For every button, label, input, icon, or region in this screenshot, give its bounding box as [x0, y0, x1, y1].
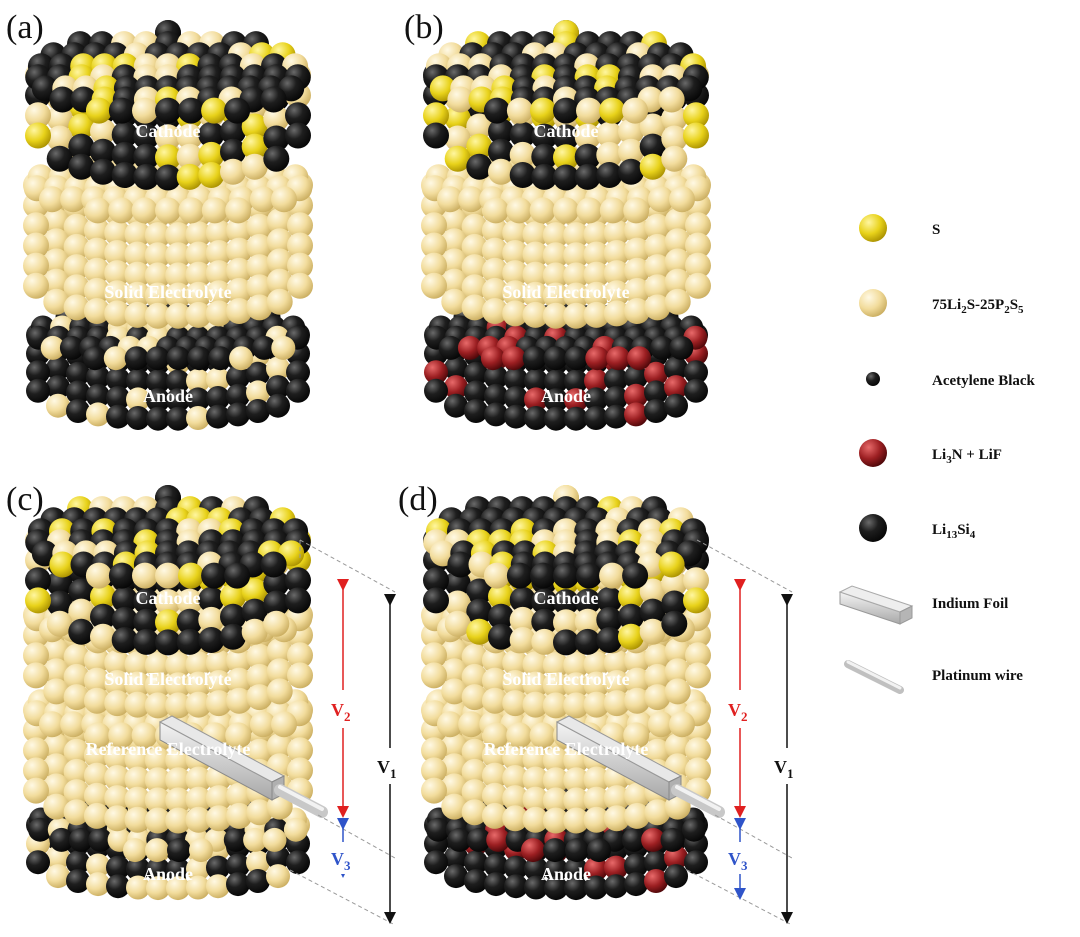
panel-label-b: (b) [404, 9, 444, 46]
cathode-layer-c [25, 485, 311, 656]
electrolyte-label-d: Solid Electrolyte [502, 669, 629, 689]
legend-sulfur-swatch [859, 214, 887, 242]
anode-layer-a [26, 295, 310, 431]
cathode-layer-b [423, 20, 709, 191]
legend-acetylene-label: Acetylene Black [932, 373, 1036, 389]
legend-electrolyte-label: 75Li2S-25P2S5 [932, 297, 1024, 316]
cathode-label-d: Cathode [533, 588, 598, 608]
legend-acetylene-swatch [866, 372, 880, 386]
legend-indium-label: Indium Foil [932, 596, 1008, 612]
reference-label-c: Reference Electrolyte [86, 739, 251, 759]
reference-wire-d [555, 715, 725, 818]
v3-label-c: V3 [322, 842, 364, 874]
legend-li3n-swatch [859, 439, 887, 467]
legend-platinum-label: Platinum wire [932, 668, 1023, 684]
anode-layer-b [424, 295, 708, 431]
panel-label-a: (a) [6, 9, 44, 46]
v1-label-d: V1 [764, 748, 810, 784]
layer-labels: Cathode Solid Electrolyte Anode Cathode … [86, 121, 649, 884]
anode-label-c: Anode [143, 864, 193, 884]
panel-label-c: (c) [6, 481, 44, 518]
svg-text:V2: V2 [331, 700, 351, 724]
cathode-layer-a [25, 20, 311, 191]
legend-indium-foil-icon [838, 585, 914, 625]
legend-li3n-label: Li3N + LiF [932, 447, 1002, 466]
legend-lisi-swatch [859, 514, 887, 542]
electrolyte-label-b: Solid Electrolyte [502, 282, 629, 302]
electrolyte-label-a: Solid Electrolyte [104, 282, 231, 302]
anode-label-d: Anode [541, 864, 591, 884]
electrolyte-layer-a [23, 142, 313, 329]
reference-wire-c [158, 715, 328, 818]
electrolyte-label-c: Solid Electrolyte [104, 669, 231, 689]
svg-text:V1: V1 [377, 757, 397, 781]
legend-lisi-label: Li13Si4 [932, 522, 976, 541]
svg-text:V1: V1 [774, 757, 794, 781]
legend-platinum-wire-icon [844, 660, 904, 694]
cathode-label-c: Cathode [135, 588, 200, 608]
svg-text:V3: V3 [728, 849, 748, 873]
v2-label-c: V2 [322, 690, 364, 728]
v2-label-d: V2 [719, 690, 761, 728]
cathode-layer-d [423, 485, 709, 656]
legend: S 75Li2S-25P2S5 Acetylene Black Li3N + L… [838, 214, 1036, 694]
cathode-label-b: Cathode [533, 121, 598, 141]
legend-electrolyte-swatch [859, 289, 887, 317]
reference-label-d: Reference Electrolyte [484, 739, 649, 759]
svg-text:V3: V3 [331, 849, 351, 873]
svg-text:V2: V2 [728, 700, 748, 724]
v1-label-c: V1 [367, 748, 413, 784]
anode-label-b: Anode [541, 386, 591, 406]
anode-label-a: Anode [143, 386, 193, 406]
guide-lines-c [289, 539, 396, 926]
panel-label-d: (d) [398, 481, 438, 518]
legend-sulfur-label: S [932, 222, 940, 238]
cathode-label-a: Cathode [135, 121, 200, 141]
v3-label-d: V3 [719, 842, 761, 874]
